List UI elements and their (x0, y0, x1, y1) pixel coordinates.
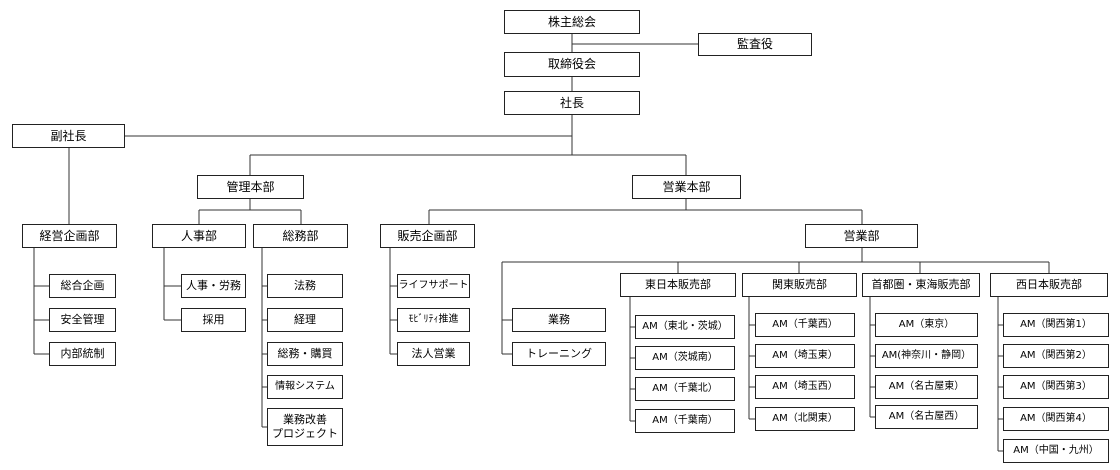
node-general-affairs-child: 情報システム (267, 375, 343, 399)
node-area-manager: AM（千葉北） (635, 377, 735, 401)
node-area-manager: AM（関西第3） (1003, 375, 1109, 399)
node-corp-planning: 経営企画部 (22, 224, 117, 248)
node-sales-planning-child: ライフサポート (397, 274, 470, 298)
node-sales-planning-child: 法人営業 (397, 342, 470, 366)
node-shareholders: 株主総会 (504, 10, 640, 34)
node-area-manager: AM（千葉西） (755, 313, 855, 337)
node-president: 社長 (504, 91, 640, 115)
node-sales-hq: 営業本部 (632, 175, 741, 199)
node-hr: 人事部 (152, 224, 246, 248)
node-sales-dept: 営業部 (805, 224, 918, 248)
node-sales-planning-child: ﾓﾋﾞﾘﾃｨ推進 (397, 308, 470, 332)
node-area-manager: AM（関西第1） (1003, 313, 1109, 337)
node-area-manager: AM(神奈川・静岡） (875, 344, 978, 368)
node-area-manager: AM（千葉南） (635, 409, 735, 433)
node-area-manager: AM（関西第2） (1003, 344, 1109, 368)
node-area-manager: AM（名古屋東） (875, 375, 978, 399)
node-area-manager: AM（東北・茨城） (635, 315, 735, 339)
node-corp-planning-child: 総合企画 (49, 274, 116, 298)
node-area-manager: AM（北関東） (755, 407, 855, 431)
node-general-affairs: 総務部 (253, 224, 348, 248)
node-area-manager: AM（埼玉西） (755, 375, 855, 399)
node-area-manager: AM（名古屋西） (875, 405, 978, 429)
node-general-affairs-child: 法務 (267, 274, 343, 298)
node-general-affairs-child: 総務・購買 (267, 342, 343, 366)
node-general-affairs-child: 業務改善 プロジェクト (267, 408, 343, 446)
node-hr-child: 採用 (181, 308, 246, 332)
node-west-japan: 西日本販売部 (990, 273, 1108, 297)
node-area-manager: AM（東京） (875, 313, 978, 337)
node-hr-child: 人事・労務 (181, 274, 246, 298)
node-east-japan: 東日本販売部 (620, 273, 736, 297)
node-metro-tokai: 首都圏・東海販売部 (862, 273, 980, 297)
node-corp-planning-child: 内部統制 (49, 342, 116, 366)
node-area-manager: AM（埼玉東） (755, 344, 855, 368)
node-sales-planning: 販売企画部 (380, 224, 475, 248)
node-general-affairs-child: 経理 (267, 308, 343, 332)
node-auditor: 監査役 (698, 33, 812, 56)
node-vice-president: 副社長 (12, 124, 125, 148)
node-sales-direct: 業務 (512, 308, 606, 332)
node-sales-direct: トレーニング (512, 342, 606, 366)
node-corp-planning-child: 安全管理 (49, 308, 116, 332)
node-area-manager: AM（茨城南） (635, 346, 735, 370)
node-board: 取締役会 (504, 52, 640, 77)
node-area-manager: AM（関西第4） (1003, 407, 1109, 431)
node-kanto: 関東販売部 (742, 273, 857, 297)
node-area-manager: AM（中国・九州） (1003, 439, 1109, 463)
node-management-hq: 管理本部 (197, 175, 304, 199)
